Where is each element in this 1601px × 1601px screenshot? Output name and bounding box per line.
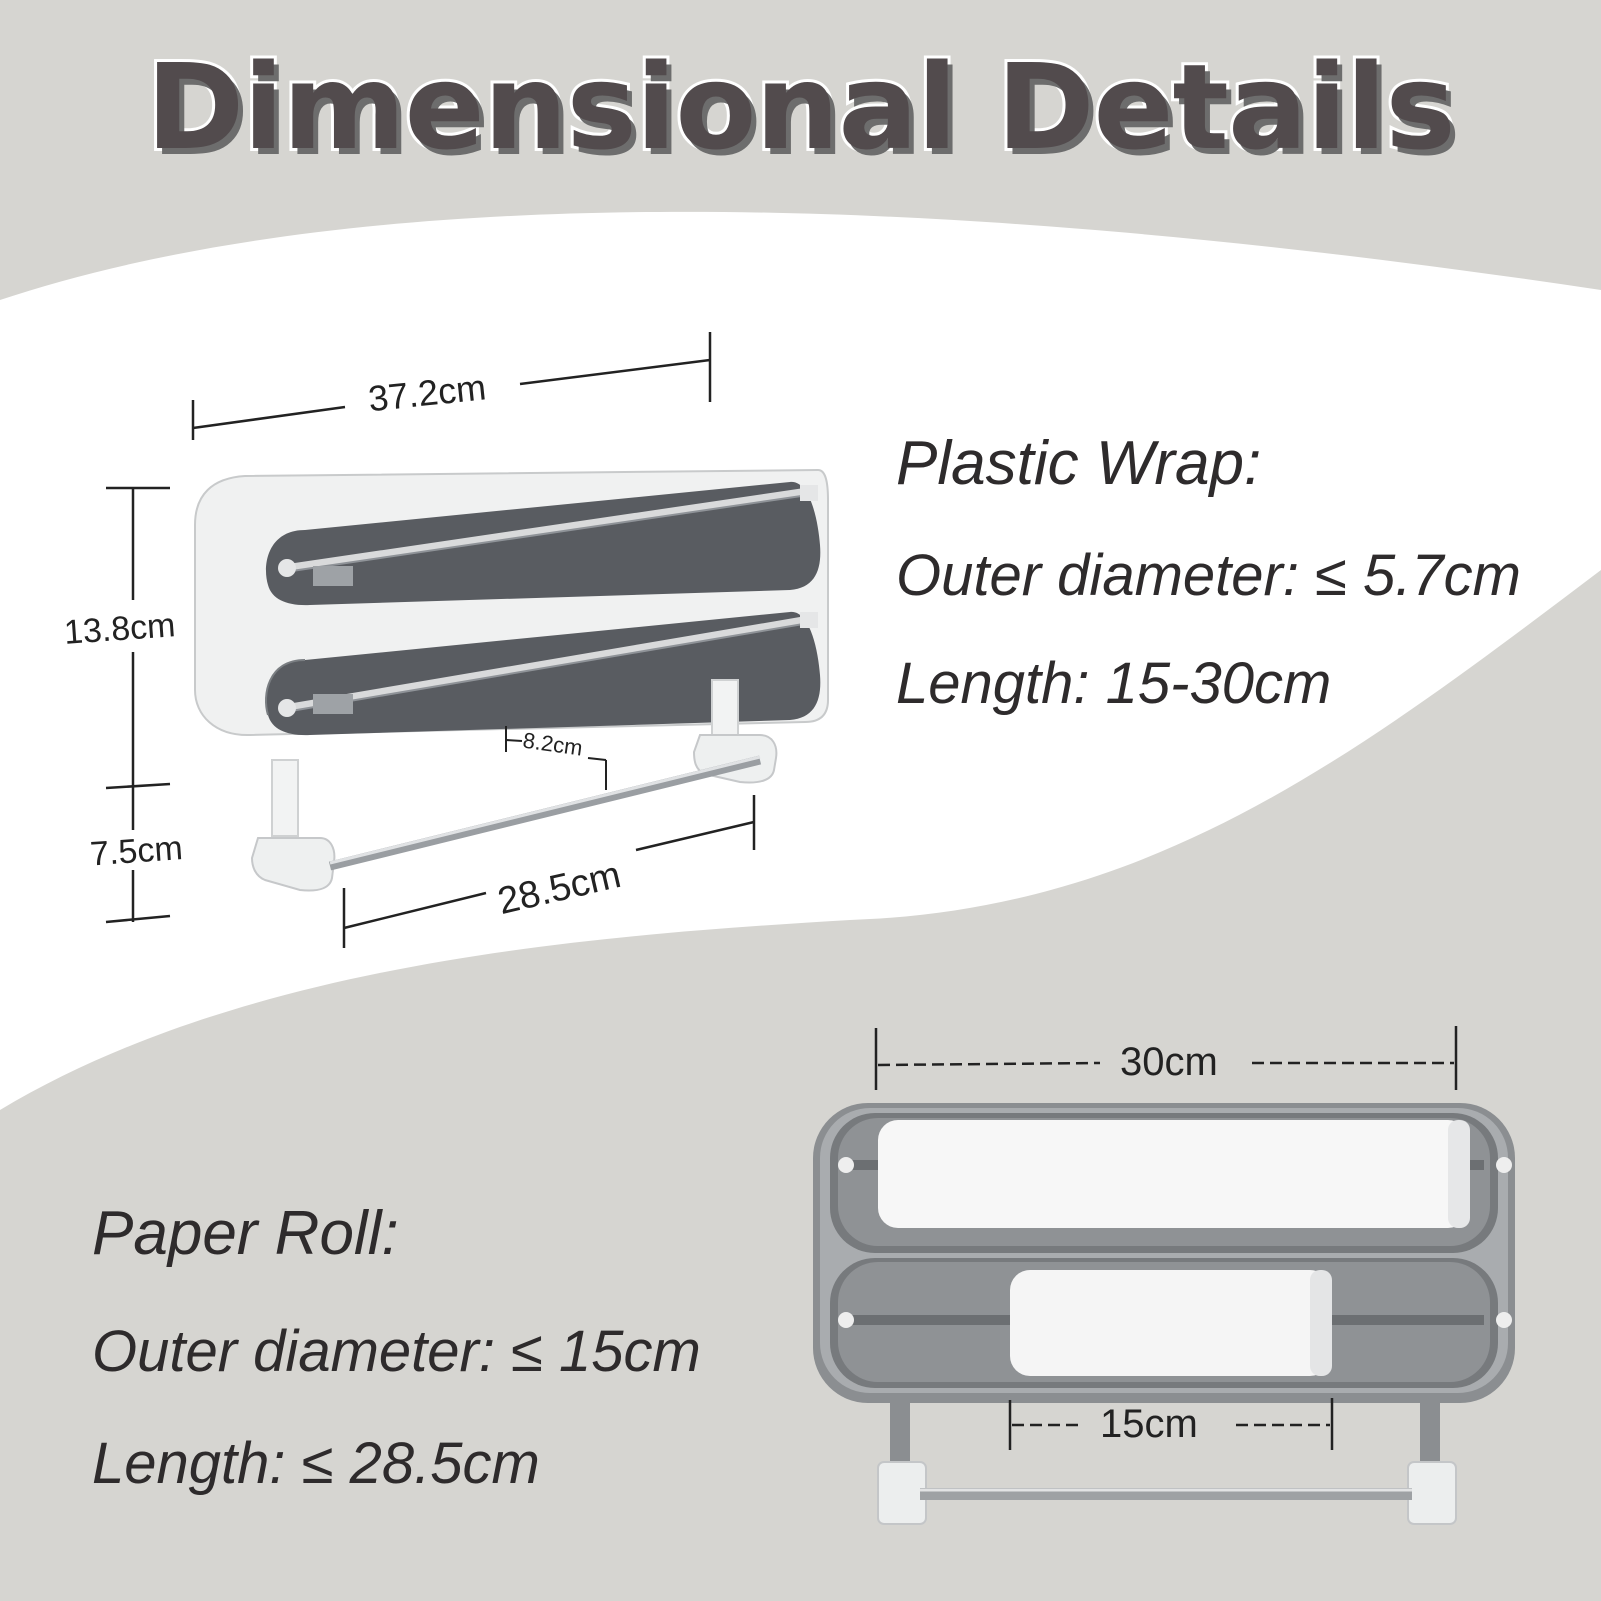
towel-bar-assembly [250,679,778,892]
roll-width-dimension [874,1026,1458,1090]
bar-offset-dimension [505,726,607,790]
paper-roll-length: Length: ≤ 28.5cm [92,1431,540,1496]
bar-length-dimension [342,795,756,948]
paper-roll-outer-diameter: Outer diameter: ≤ 15cm [92,1319,701,1384]
plastic-wrap-outer-diameter: Outer diameter: ≤ 5.7cm [896,543,1521,608]
dispenser-body [194,468,829,737]
dispenser-frame [813,1103,1515,1403]
leg-height-label: 7.5cm [89,829,184,873]
small-roll-width-label: 15cm [1100,1402,1198,1446]
page-title: Dimensional Details [143,35,1458,179]
roll-width-label: 30cm [1120,1040,1218,1084]
open-towel-bar [877,1395,1457,1525]
plastic-wrap-length: Length: 15-30cm [896,651,1332,716]
height-label: 13.8cm [63,606,177,652]
width-dimension [191,332,712,440]
plastic-wrap-heading: Plastic Wrap: [896,429,1262,498]
height-dimension [105,486,171,924]
paper-roll-heading: Paper Roll: [92,1199,399,1268]
small-roll-dimension [1008,1398,1334,1450]
